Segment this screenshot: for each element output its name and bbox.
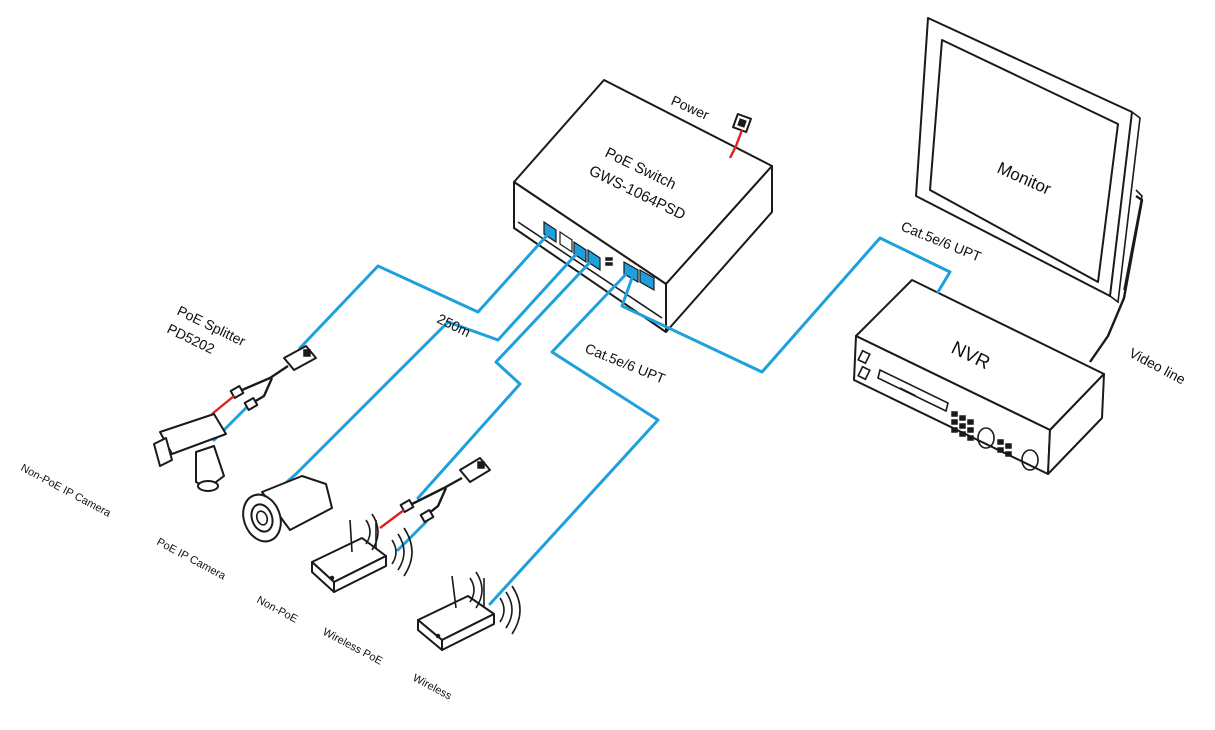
poe-splitter-2-icon <box>379 457 491 529</box>
wireless-router-poe-icon <box>311 513 413 593</box>
caption-poe-ip-camera: PoE IP Camera <box>155 536 229 583</box>
video-line-cable <box>1089 195 1144 363</box>
ethernet-cables <box>212 230 952 606</box>
poe-switch-icon <box>513 79 773 333</box>
caption-wireless: Wireless <box>411 672 454 703</box>
caption-non-poe-ip-camera: Non-PoE IP Camera <box>19 462 114 520</box>
non-poe-ip-camera-icon <box>153 413 227 492</box>
device-captions: Non-PoE IP Camera PoE IP Camera Non-PoE … <box>19 462 454 703</box>
caption-wireless-poe: Wireless PoE <box>321 626 385 668</box>
poe-ip-camera-icon <box>242 475 333 543</box>
monitor-icon <box>915 17 1143 304</box>
power-wire <box>728 129 744 159</box>
wireless-router-icon <box>417 571 521 651</box>
cable-label-250m: 250m <box>435 310 473 340</box>
poe-splitter-icon <box>211 345 317 415</box>
video-line-label: Video line <box>1127 345 1189 388</box>
caption-non-poe: Non-PoE <box>255 594 300 626</box>
nvr-icon <box>853 279 1105 475</box>
